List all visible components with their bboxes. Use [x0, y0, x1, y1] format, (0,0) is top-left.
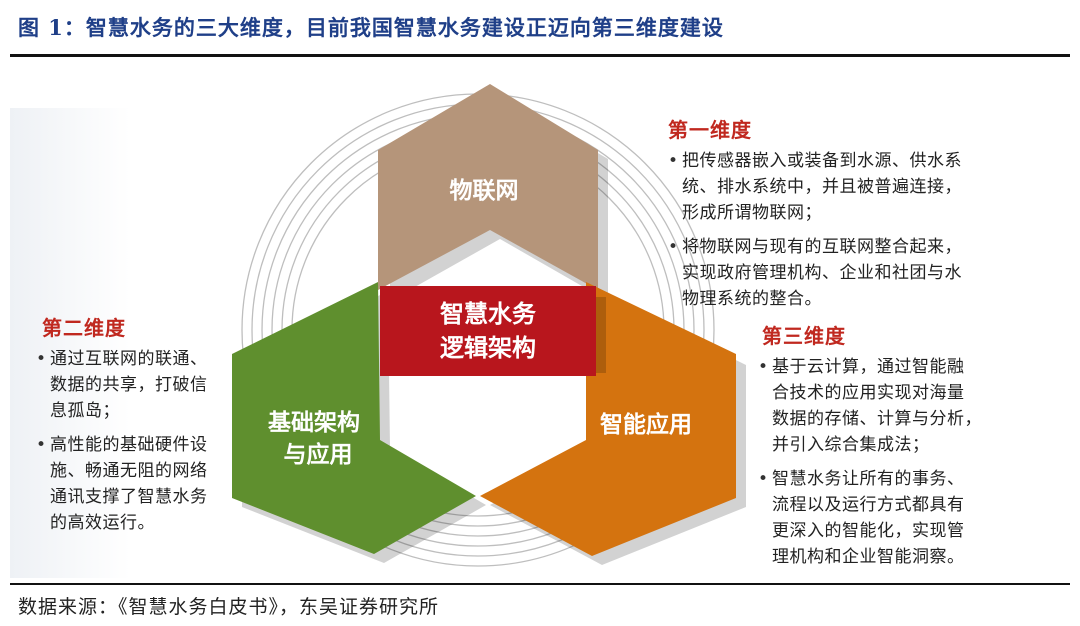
petal-iot-label: 物联网 — [450, 177, 519, 204]
petal-infra-label-2: 与应用 — [284, 441, 353, 468]
bullet-line: 高性能的基础硬件设 — [50, 435, 208, 455]
bullet-line: 智慧水务让所有的事务、 — [772, 469, 965, 489]
bullet-line: 合技术的应用实现对海量 — [772, 383, 965, 403]
bottom-rule — [10, 583, 1070, 585]
bullet-line: 基于云计算，通过智能融 — [772, 357, 965, 377]
dimension-3-bullet-2: 智慧水务让所有的事务、 流程以及运行方式都具有 更深入的智能化，实现管 理机构和… — [758, 466, 1072, 570]
bullet-line: 通过互联网的联通、 — [50, 349, 208, 369]
bullet-line: 并引入综合集成法； — [772, 435, 930, 455]
bullet-line: 理机构和企业智能洞察。 — [772, 547, 965, 567]
dimension-1-bullet-1: 把传感器嵌入或装备到水源、供水系 统、排水系统中，并且被普遍连接， 形成所谓物联… — [668, 148, 1080, 226]
center-label-2: 逻辑架构 — [440, 334, 536, 362]
bullet-line: 将物联网与现有的互联网整合起来， — [682, 237, 962, 257]
bullet-line: 流程以及运行方式都具有 — [772, 495, 965, 515]
petal-smart-app — [480, 282, 736, 556]
top-rule — [10, 54, 1070, 57]
dimension-3-bullet-1: 基于云计算，通过智能融 合技术的应用实现对海量 数据的存储、计算与分析， 并引入… — [758, 354, 1072, 458]
center-box — [380, 286, 596, 376]
petal-infrastructure — [232, 282, 476, 554]
figure-title: 图 1：智慧水务的三大维度，目前我国智慧水务建设正迈向第三维度建设 — [18, 15, 724, 40]
bullet-line: 息孤岛； — [50, 401, 120, 421]
dimension-1-bullet-2: 将物联网与现有的互联网整合起来， 实现政府管理机构、企业和社团与水 物理系统的整… — [668, 234, 1080, 312]
bullet-line: 更深入的智能化，实现管 — [772, 521, 965, 541]
bullet-line: 统、排水系统中，并且被普遍连接， — [682, 177, 962, 197]
diagram-graphic: 物联网 基础架构 与应用 智能应用 智慧水务 逻辑架构 — [10, 84, 746, 578]
dimension-2-heading: 第二维度 — [42, 316, 126, 340]
center-label-1: 智慧水务 — [440, 300, 537, 328]
petal-iot — [378, 84, 598, 290]
bullet-line: 形成所谓物联网； — [682, 203, 822, 223]
dimension-3-heading: 第三维度 — [762, 324, 846, 348]
bullet-line: 数据的共享，打破信 — [50, 375, 208, 395]
bullet-line: 物理系统的整合。 — [682, 289, 822, 309]
petal-smart-label: 智能应用 — [600, 411, 692, 438]
bullet-line: 施、畅通无阻的网络 — [50, 461, 208, 481]
dimension-2-bullet-2: 高性能的基础硬件设 施、畅通无阻的网络 通讯支撑了智慧水务 的高效运行。 — [36, 432, 270, 536]
bullet-line: 通讯支撑了智慧水务 — [50, 487, 208, 507]
bullet-line: 数据的存储、计算与分析， — [772, 409, 982, 429]
three-dimension-diagram: 物联网 基础架构 与应用 智能应用 智慧水务 逻辑架构 第一维度 把传感器嵌入或… — [0, 58, 1080, 582]
figure-source: 数据来源：《智慧水务白皮书》，东吴证券研究所 — [18, 596, 440, 618]
bullet-line: 把传感器嵌入或装备到水源、供水系 — [682, 151, 962, 171]
petal-infra-label-1: 基础架构 — [268, 409, 360, 436]
dimension-2-bullet-1: 通过互联网的联通、 数据的共享，打破信 息孤岛； — [36, 346, 270, 424]
bullet-line: 的高效运行。 — [50, 513, 155, 533]
bullet-line: 实现政府管理机构、企业和社团与水 — [682, 263, 962, 283]
dimension-1-heading: 第一维度 — [668, 118, 752, 142]
